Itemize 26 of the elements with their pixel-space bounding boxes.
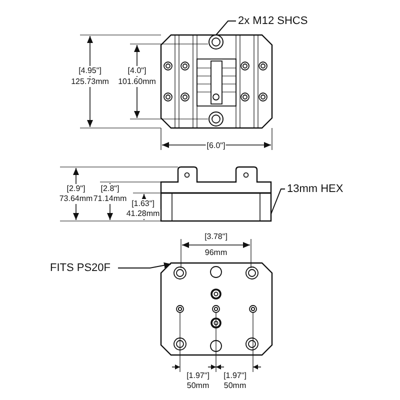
dimension-text: [1.97"]	[186, 371, 210, 381]
dimension-text: 50mm	[186, 381, 210, 391]
callout-text: 2x M12 SHCS	[238, 15, 308, 27]
dimension-text: 50mm	[222, 381, 248, 391]
dimension-text: [1.63"]	[130, 199, 156, 209]
dimension-text: 41.28mm	[125, 209, 161, 219]
dimension-text: [4.0"]	[126, 66, 148, 76]
base-plate-drawing	[160, 262, 273, 356]
callout-text: FITS PS20F	[50, 262, 111, 274]
dimension-text: 101.60mm	[117, 77, 157, 87]
dimension-text: 96mm	[204, 248, 228, 258]
leader-line	[216, 20, 236, 36]
leader-line	[270, 188, 286, 214]
dimension-text: [1.97"]	[222, 371, 248, 381]
dimension-text: [4.95"]	[78, 66, 102, 76]
dimension-text: [2.8"]	[100, 184, 120, 194]
dimension-text: [3.78"]	[204, 232, 228, 242]
vise-side-view-drawing	[160, 166, 272, 222]
dimension-text: 71.14mm	[92, 194, 128, 204]
leader-line	[118, 262, 172, 268]
callout-text: 13mm HEX	[287, 183, 344, 195]
dimension-text: [6.0"]	[206, 141, 226, 151]
dimension-text: 125.73mm	[70, 77, 110, 87]
dimension-text: [2.9"]	[66, 184, 86, 194]
dimension-text: 73.64mm	[58, 194, 94, 204]
bolt-head	[208, 34, 224, 50]
